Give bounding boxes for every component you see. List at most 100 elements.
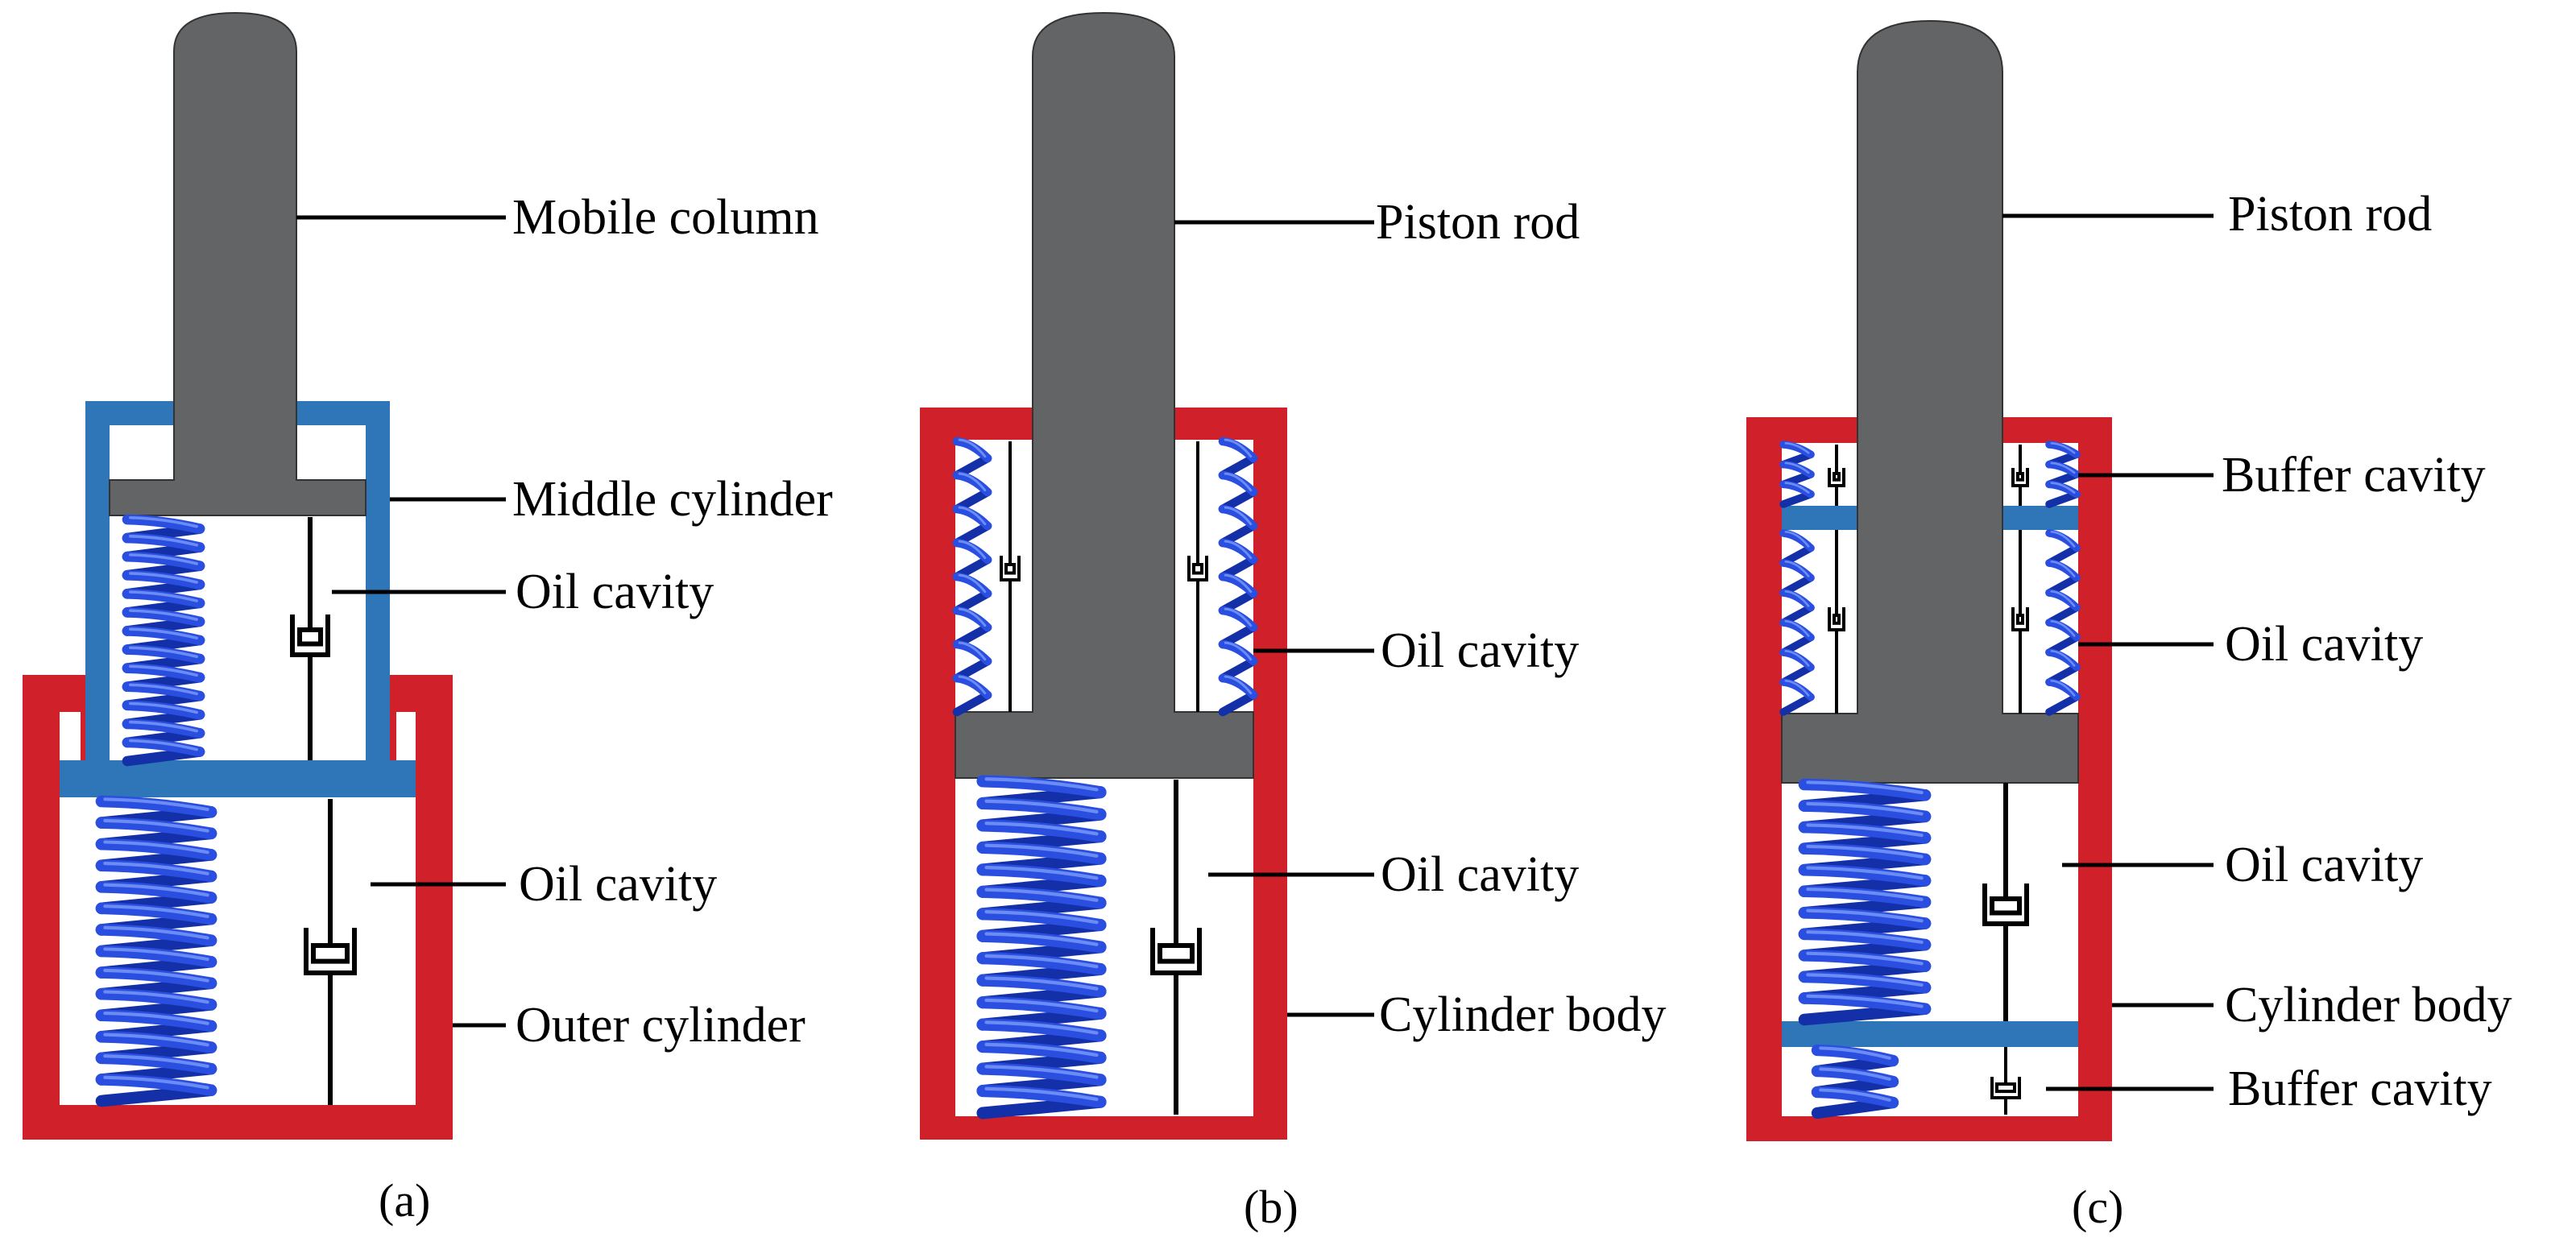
label-buffer-cavity-top-c: Buffer cavity	[2222, 448, 2486, 503]
label-oil-cavity-lower-b: Oil cavity	[1381, 847, 1579, 902]
spring-coil-front	[95, 1052, 217, 1075]
spring-coil-highlight	[1784, 461, 1810, 474]
spring-coil-front	[95, 924, 217, 947]
spring-coil-highlight	[958, 641, 987, 661]
spring-coil-highlight	[129, 609, 198, 621]
label-cylinder-body-c: Cylinder body	[2225, 978, 2512, 1032]
spring-coil-highlight	[1784, 441, 1810, 454]
spring-upper-right-b	[1218, 437, 1258, 717]
diagram-a: Mobile column Middle cylinder Oil cavity…	[23, 11, 833, 1227]
damper-piston	[1990, 896, 2022, 916]
spring-upper-a	[122, 514, 205, 767]
damper-piston	[297, 627, 323, 647]
spring-coil-highlight	[1784, 482, 1810, 494]
spring-coil-highlight	[984, 1042, 1099, 1057]
spring-coil-highlight	[103, 1054, 209, 1068]
damper-upper-right-b	[1187, 441, 1208, 712]
label-mobile-column: Mobile column	[512, 190, 819, 245]
spring-coil-highlight	[2050, 530, 2076, 548]
spring-coil-front	[1798, 928, 1932, 951]
leader-lines-a	[296, 215, 506, 1028]
caption-b: (b)	[1244, 1181, 1298, 1233]
spring-coil-highlight	[1806, 930, 1924, 944]
spring-coil-front	[976, 952, 1107, 976]
spring-coil-highlight	[984, 976, 1099, 991]
spring-coil-front	[95, 1009, 217, 1032]
spring-coil-front	[95, 902, 217, 925]
spring-coil-front	[122, 569, 205, 590]
spring-coil-front	[1811, 1044, 1899, 1067]
spring-coil-highlight	[129, 515, 198, 528]
spring-coil-highlight	[1819, 1046, 1891, 1060]
spring-coil-front	[122, 718, 205, 739]
spring-coil-highlight	[103, 840, 209, 855]
spring-coil-highlight	[1806, 823, 1924, 838]
label-oil-cavity-upper-b: Oil cavity	[1381, 623, 1579, 678]
label-cylinder-body-b: Cylinder body	[1379, 987, 1666, 1042]
damper-piston	[1004, 563, 1016, 575]
spring-coil-highlight	[984, 888, 1099, 902]
damper-piston	[311, 943, 350, 964]
spring-coil-highlight	[958, 607, 987, 627]
spring-coil-front	[976, 797, 1107, 821]
spring-coil-highlight	[103, 818, 209, 833]
spring-coil-front	[976, 841, 1107, 865]
spring-coil-highlight	[1819, 1088, 1891, 1102]
spring-coil-highlight	[103, 968, 209, 983]
spring-coil-front	[95, 880, 217, 904]
spring-coil-highlight	[1784, 619, 1810, 637]
spring-coil-highlight	[984, 799, 1099, 813]
spring-coil-highlight	[103, 904, 209, 918]
spring-coil-front	[122, 737, 205, 757]
spring-coil-back	[2045, 693, 2081, 716]
spring-coil-highlight	[984, 1065, 1099, 1079]
spring-coil-front	[976, 819, 1107, 843]
spring-coil-front	[976, 885, 1107, 909]
spring-oil-right-c	[2045, 529, 2081, 716]
spring-coil-highlight	[1224, 573, 1253, 594]
label-buffer-cavity-bottom-c: Buffer cavity	[2228, 1061, 2492, 1116]
leader-lines-c	[2002, 213, 2214, 1091]
spring-coil-front	[122, 607, 205, 627]
spring-coil-highlight	[984, 843, 1099, 858]
buffer-partition-right-c	[2002, 506, 2078, 530]
damper-piston	[2016, 472, 2024, 482]
spring-coil-highlight	[958, 675, 987, 695]
damper-lower-a	[304, 799, 357, 1105]
spring-coil-front	[1811, 1065, 1899, 1088]
spring-coil-highlight	[2050, 679, 2076, 697]
spring-coil-highlight	[1224, 540, 1253, 560]
spring-lower-b	[976, 775, 1107, 1119]
spring-coil-highlight	[129, 701, 198, 714]
damper-upper-a	[290, 517, 330, 760]
spring-coil-front	[1798, 970, 1932, 994]
damper-buffer-top-left-c	[1828, 445, 1845, 506]
damper-piston	[1833, 472, 1841, 482]
spring-coil-highlight	[1806, 801, 1924, 816]
spring-coil-highlight	[103, 883, 209, 897]
spring-coil-highlight	[1224, 472, 1253, 492]
damper-piston	[1995, 1082, 2016, 1094]
damper-piston	[1158, 943, 1195, 964]
spring-coil-highlight	[129, 627, 198, 639]
spring-coil-front	[976, 1084, 1107, 1108]
buffer-partition-bottom-c	[1782, 1021, 2078, 1047]
damper-upper-left-b	[1000, 441, 1021, 712]
spring-coil-highlight	[1784, 560, 1810, 577]
piston-rod-b	[955, 11, 1254, 779]
spring-coil-front	[95, 966, 217, 990]
spring-coil-highlight	[1806, 994, 1924, 1008]
spring-coil-front	[122, 551, 205, 572]
spring-coil-highlight	[129, 683, 198, 696]
label-outer-cylinder: Outer cylinder	[516, 998, 806, 1053]
label-oil-cavity-upper-a: Oil cavity	[516, 565, 714, 619]
label-oil-cavity-upper-c: Oil cavity	[2225, 617, 2423, 672]
spring-coil-front	[976, 863, 1107, 888]
label-oil-cavity-lower-a: Oil cavity	[519, 857, 717, 912]
spring-coil-highlight	[129, 720, 198, 733]
damper-piston	[1833, 614, 1841, 625]
spring-coil-highlight	[984, 1086, 1099, 1102]
spring-coil-highlight	[984, 932, 1099, 946]
spring-coil-front	[95, 1074, 217, 1097]
spring-coil-highlight	[1224, 641, 1253, 661]
